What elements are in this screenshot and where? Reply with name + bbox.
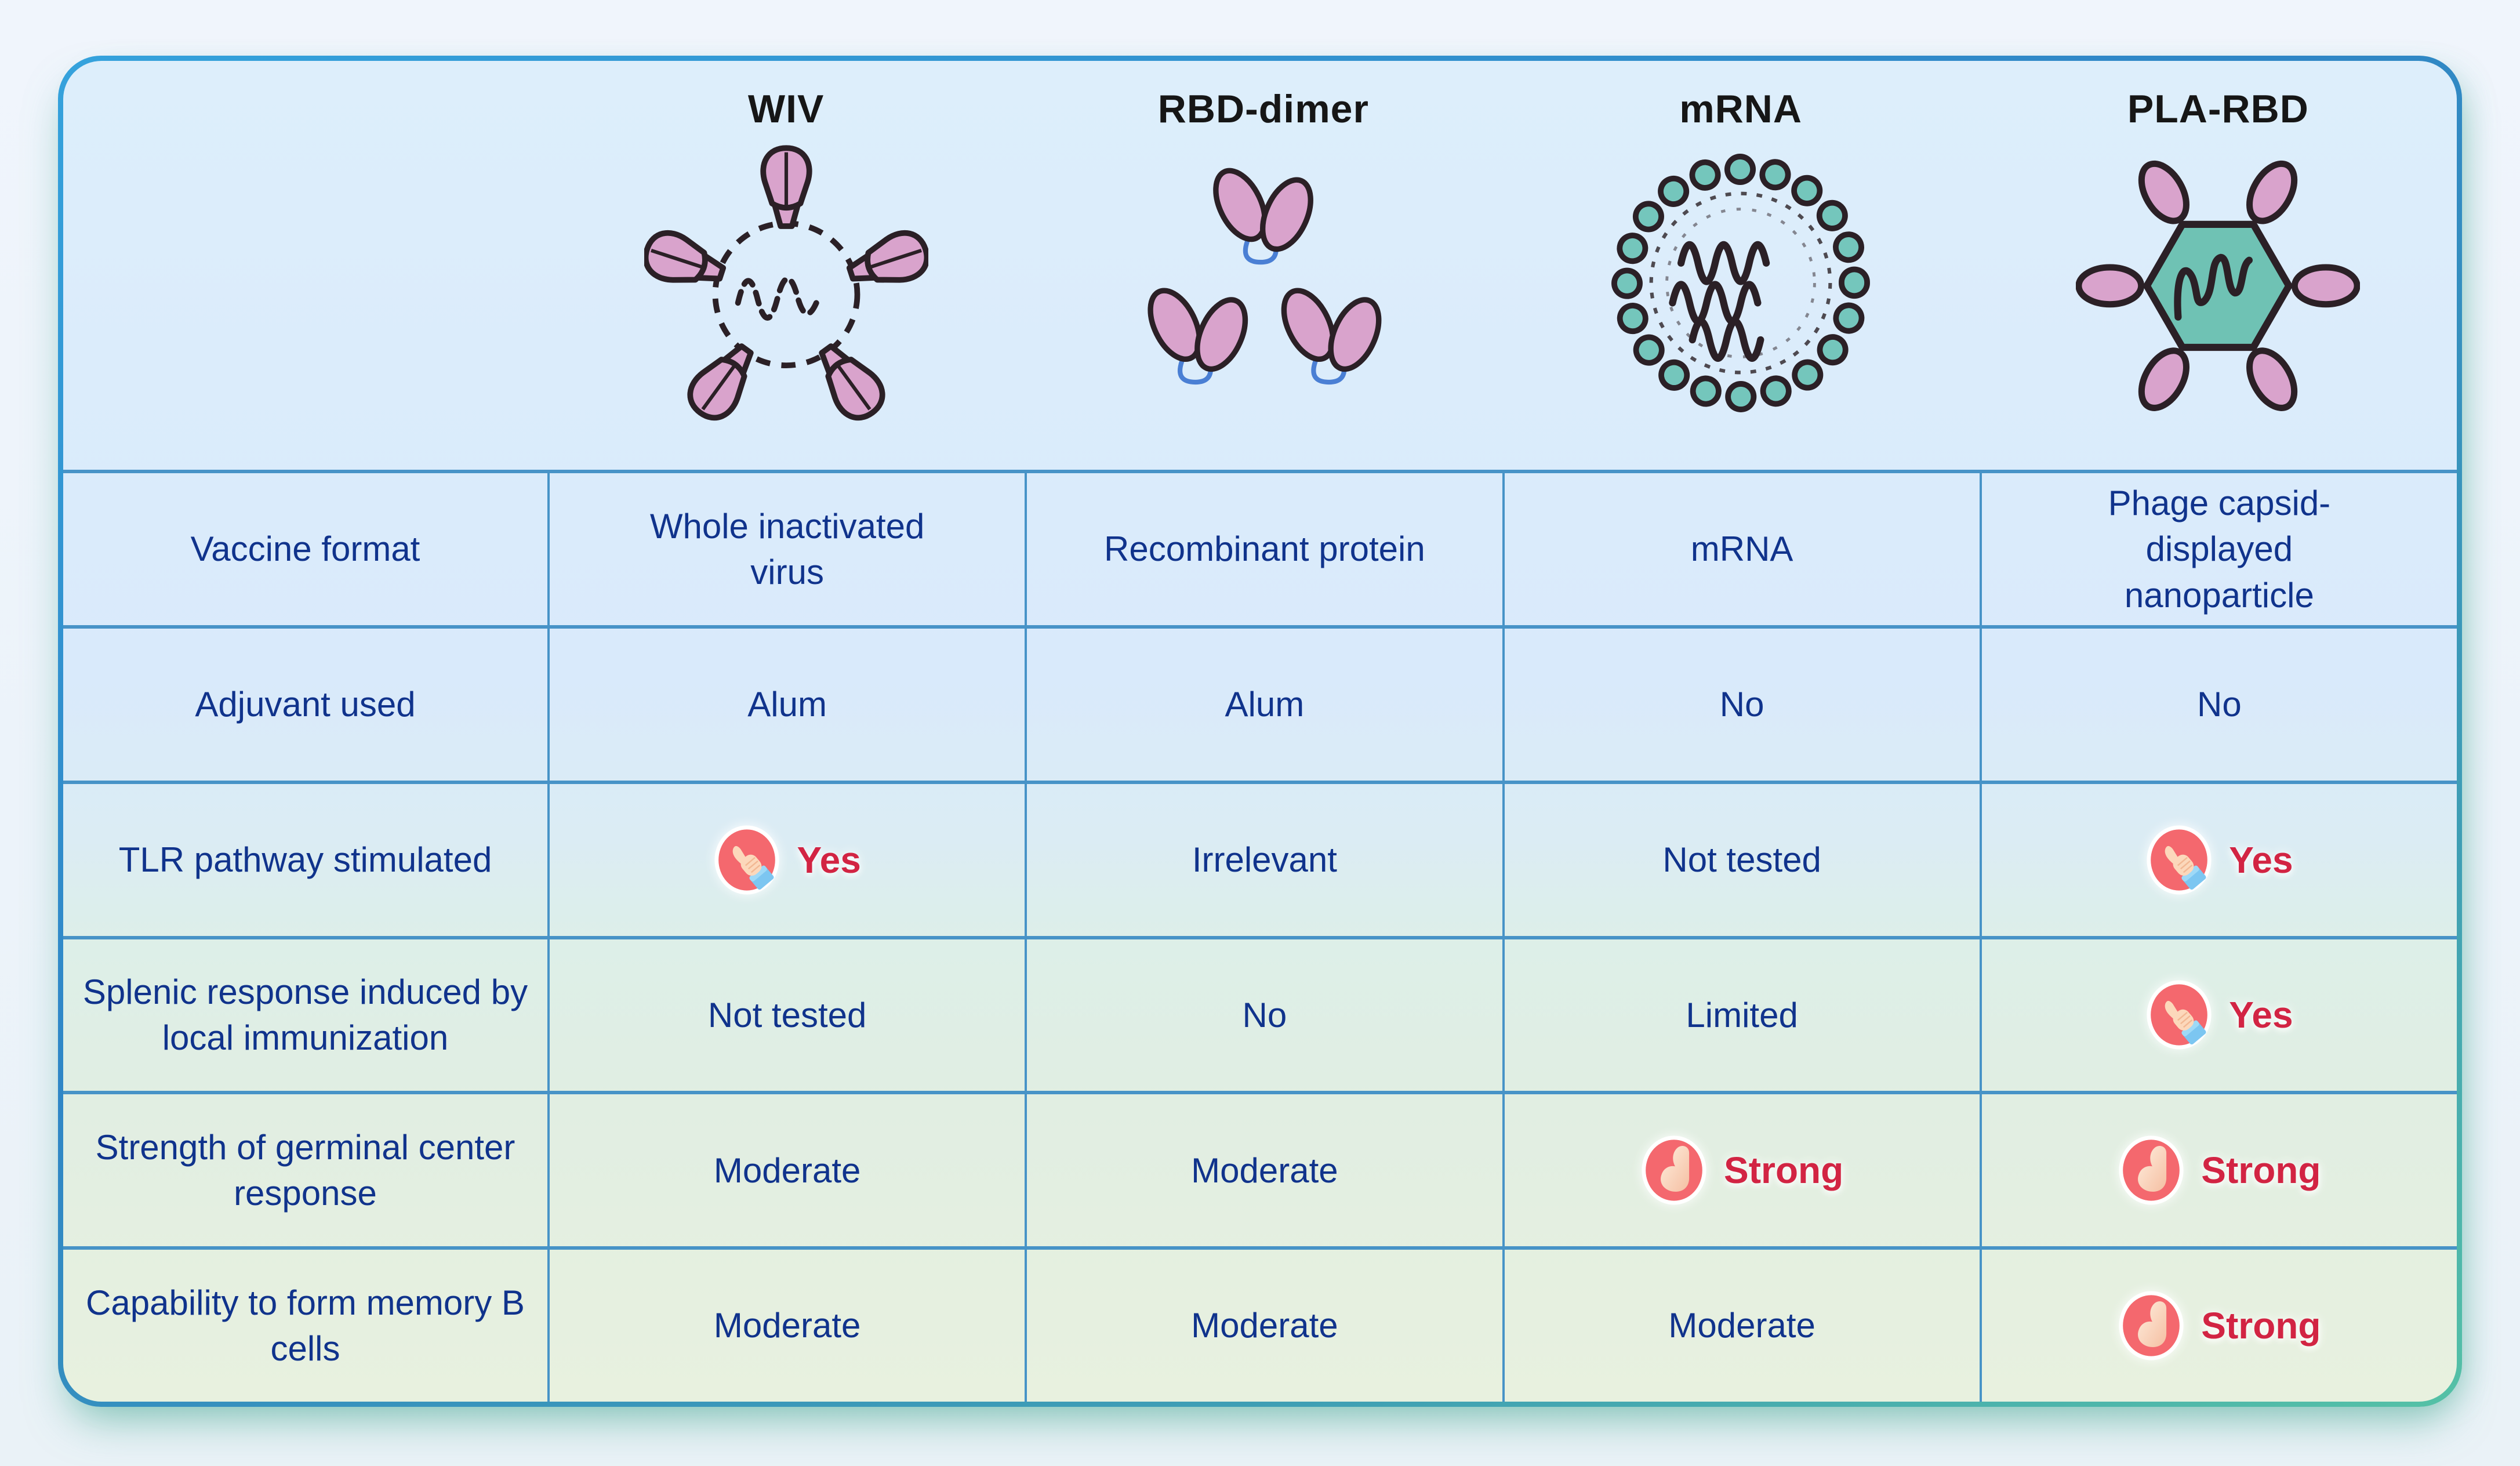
cell-text: Not tested [1662,840,1821,879]
cell-text: Moderate [1668,1306,1815,1345]
cell-text: mRNA [1690,529,1793,569]
value-cell: Moderate [1025,1246,1502,1402]
cell-text: Yes [2229,839,2293,881]
rbd-dimer-icon [1127,141,1400,413]
cell-text: Moderate [1191,1306,1338,1345]
cell-text: Phage capsid-displayed nanoparticle [2108,484,2331,615]
cell-text: Alum [1225,685,1305,724]
cell-text: Moderate [1191,1151,1338,1190]
value-cell: Yes [1979,780,2457,936]
value-cell: mRNA [1502,470,1980,625]
comparison-table: WIV RBD-dimer [63,61,2457,1402]
column-title: WIV [747,87,825,131]
column-header-pla-rbd: PLA-RBD [1980,61,2457,470]
value-cell: Moderate [547,1091,1025,1247]
value-cell: Moderate [1502,1246,1980,1402]
mrna-lnp-icon [1599,141,1883,425]
value-cell: Moderate [1025,1091,1502,1247]
row-label: Adjuvant used [63,625,547,781]
flexed-biceps-icon [2118,1290,2185,1362]
value-cell: Strong [1502,1091,1980,1247]
cell-text: Strong [2201,1305,2321,1347]
wiv-virion-icon [644,141,928,425]
column-title: RBD-dimer [1157,87,1369,131]
pla-rbd-nanoparticle-icon [2076,141,2360,425]
row-label: Vaccine format [63,470,547,625]
value-cell: Alum [1025,625,1502,781]
row-label: Strength of germinal center response [63,1091,547,1246]
cell-text: Whole inactivated virus [649,506,925,592]
value-cell: Recombinant protein [1025,470,1502,625]
cell-text: Alum [747,685,827,724]
column-header-mrna: mRNA [1502,61,1980,470]
column-header-wiv: WIV [547,61,1025,470]
value-cell: Strong [1979,1246,2457,1402]
cell-text: Irrelevant [1192,840,1337,879]
value-cell: Not tested [1502,780,1980,936]
value-cell: Phage capsid-displayed nanoparticle [1979,470,2457,625]
value-cell: Limited [1502,935,1980,1091]
cell-text: Strong [1724,1149,1844,1192]
value-cell: Moderate [547,1246,1025,1402]
row-label: Splenic response induced by local immuni… [63,935,547,1091]
value-cell: No [1502,625,1980,781]
cell-text: Recombinant protein [1104,529,1425,569]
value-cell: No [1979,625,2457,781]
column-title: PLA-RBD [2127,87,2309,131]
thumbs-up-icon [2145,824,2213,896]
cell-text: Moderate [713,1306,861,1345]
value-cell: Yes [547,780,1025,936]
value-cell: Not tested [547,935,1025,1091]
cell-text: Not tested [707,995,867,1035]
cell-text: Yes [797,839,861,881]
cell-text: No [1719,685,1764,724]
value-cell: Yes [1979,935,2457,1091]
cell-text: No [2197,685,2242,724]
cell-text: Moderate [713,1151,861,1190]
thumbs-up-icon [713,824,780,896]
value-cell: Irrelevant [1025,780,1502,936]
value-cell: No [1025,935,1502,1091]
comparison-table-panel: WIV RBD-dimer [58,56,2462,1407]
cell-text: Yes [2229,994,2293,1036]
flexed-biceps-icon [2118,1134,2185,1206]
cell-text: Limited [1686,995,1798,1035]
corner-spacer [63,61,547,470]
cell-text: No [1242,995,1287,1035]
cell-text: Strong [2201,1149,2321,1192]
column-title: mRNA [1679,87,1803,131]
value-cell: Whole inactivated virus [547,470,1025,625]
flexed-biceps-icon [1640,1134,1708,1206]
row-label: Capability to form memory B cells [63,1246,547,1402]
row-label: TLR pathway stimulated [63,780,547,936]
column-header-rbd-dimer: RBD-dimer [1025,61,1502,470]
value-cell: Alum [547,625,1025,781]
value-cell: Strong [1979,1091,2457,1247]
thumbs-up-icon [2145,979,2213,1051]
